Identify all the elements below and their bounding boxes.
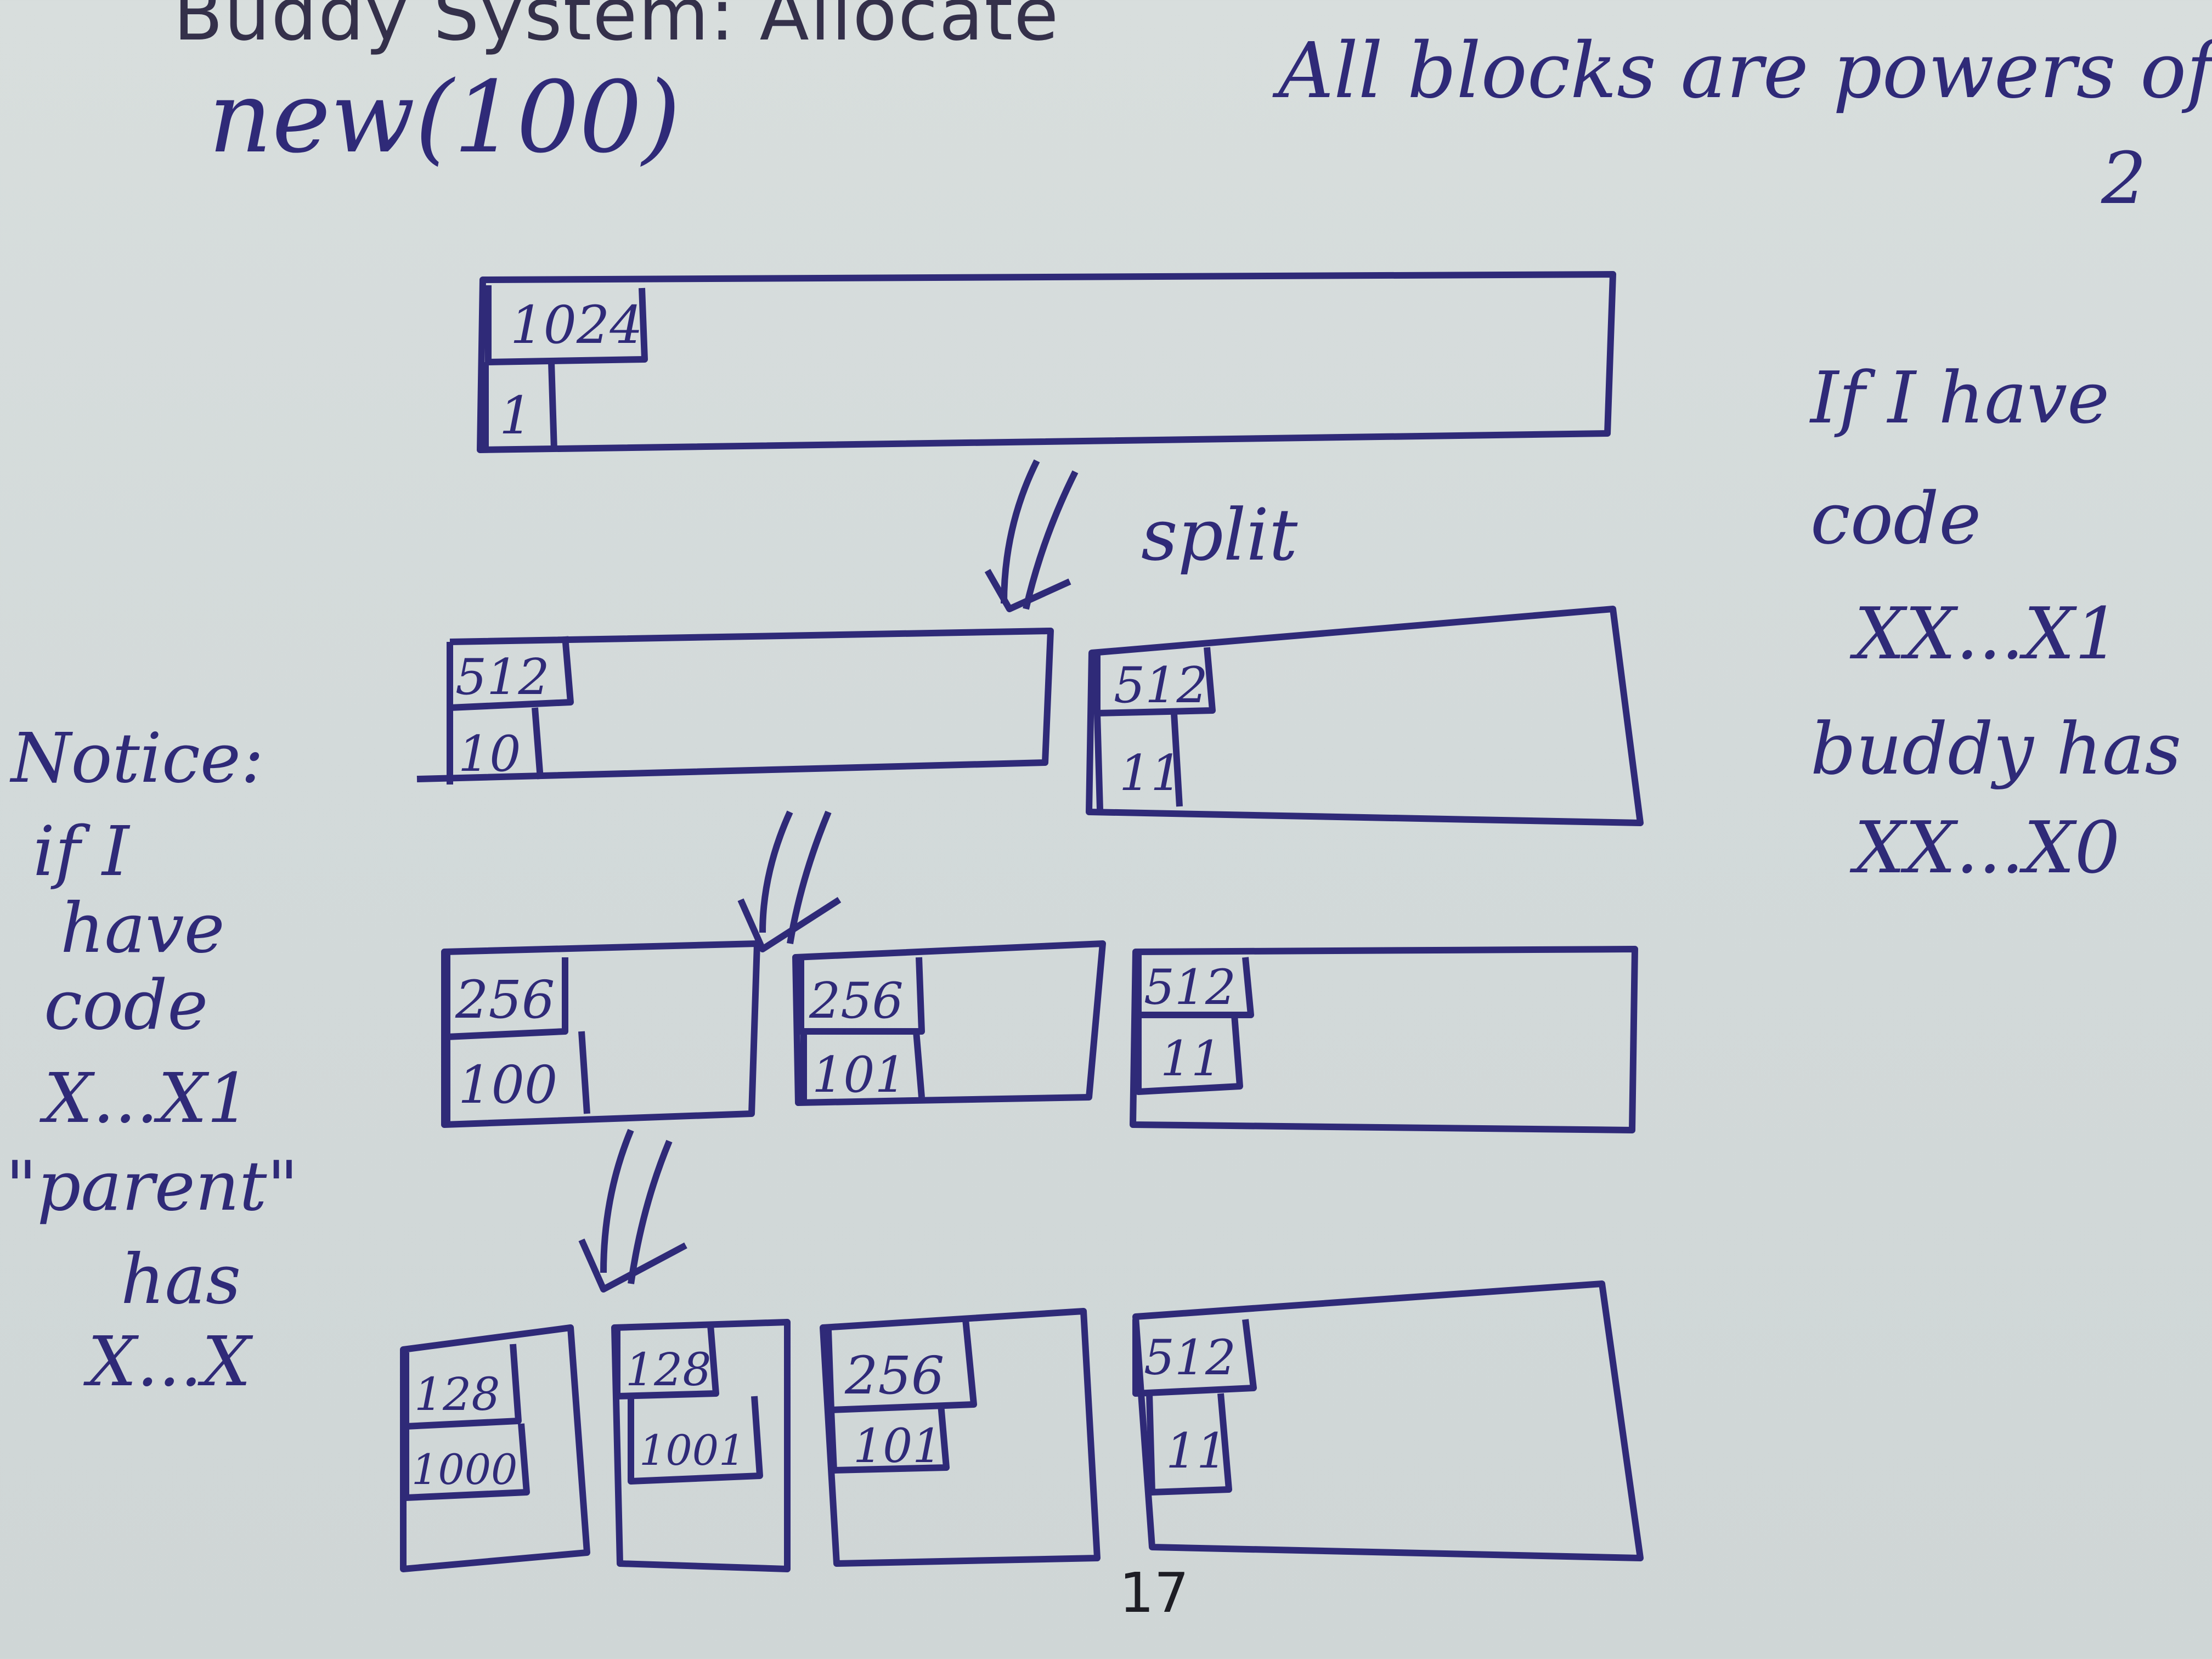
powers-note-line1: All blocks are powers of <box>1278 26 2212 116</box>
left-note-line: code <box>44 966 208 1045</box>
left-note-line: if I <box>33 812 129 891</box>
block-size: 256 <box>809 972 904 1030</box>
block-size: 256 <box>455 970 555 1030</box>
block-size: 512 <box>1114 657 1208 714</box>
block-size: 1024 <box>510 295 643 356</box>
block-code: 101 <box>853 1419 942 1474</box>
right-note-line: buddy has <box>1810 707 2182 791</box>
block-code: 11 <box>1166 1423 1227 1479</box>
block-size: 256 <box>844 1346 944 1406</box>
left-note-line: "parent" <box>5 1147 298 1226</box>
block-code: 1000 <box>411 1445 517 1494</box>
left-note-line: has <box>121 1240 241 1319</box>
block-size: 512 <box>455 648 550 706</box>
memory-block: 128 1001 <box>611 1319 791 1572</box>
memory-block: 512 10 <box>416 628 1054 785</box>
block-size: 128 <box>625 1344 712 1396</box>
block-code: 1 <box>499 386 532 446</box>
block-code: 11 <box>1119 744 1182 802</box>
memory-block: 512 11 <box>1086 606 1644 826</box>
split-arrow-2 <box>737 810 842 952</box>
block-size: 512 <box>1144 1329 1236 1386</box>
slide-title: Buddy System: Allocate <box>173 0 1060 57</box>
right-note-line: XX...X1 <box>1854 592 2120 675</box>
split-arrow-3 <box>578 1128 687 1293</box>
request-note: new(100) <box>208 60 681 175</box>
block-code: 11 <box>1160 1030 1222 1087</box>
block-size: 128 <box>414 1369 500 1421</box>
right-note-line: If I have <box>1810 356 2110 439</box>
memory-block: 1024 1 <box>477 271 1616 453</box>
memory-block: 512 11 <box>1132 1280 1644 1561</box>
block-code: 1001 <box>639 1426 745 1475</box>
left-note-line: Notice: <box>11 719 264 798</box>
memory-block: 256 101 <box>792 940 1106 1106</box>
split-arrow-1 <box>984 459 1079 612</box>
block-code: 101 <box>812 1046 906 1104</box>
block-code: 100 <box>458 1055 557 1115</box>
memory-block: 128 1000 <box>400 1324 590 1572</box>
right-note-line: XX...X0 <box>1854 806 2120 889</box>
memory-block: 256 101 <box>820 1308 1101 1567</box>
left-note-line: X...X <box>88 1322 251 1402</box>
left-note-line: X...X1 <box>44 1059 251 1138</box>
block-size: 512 <box>1144 959 1236 1015</box>
left-note-line: have <box>60 889 225 968</box>
memory-block: 256 100 <box>441 940 760 1128</box>
right-note-line: code <box>1810 477 1982 560</box>
block-code: 10 <box>458 725 521 783</box>
split-label: split <box>1141 493 1298 577</box>
page-number: 17 <box>1119 1561 1189 1625</box>
memory-block: 512 11 <box>1130 946 1638 1133</box>
powers-note-line2: 2 <box>2101 137 2147 220</box>
